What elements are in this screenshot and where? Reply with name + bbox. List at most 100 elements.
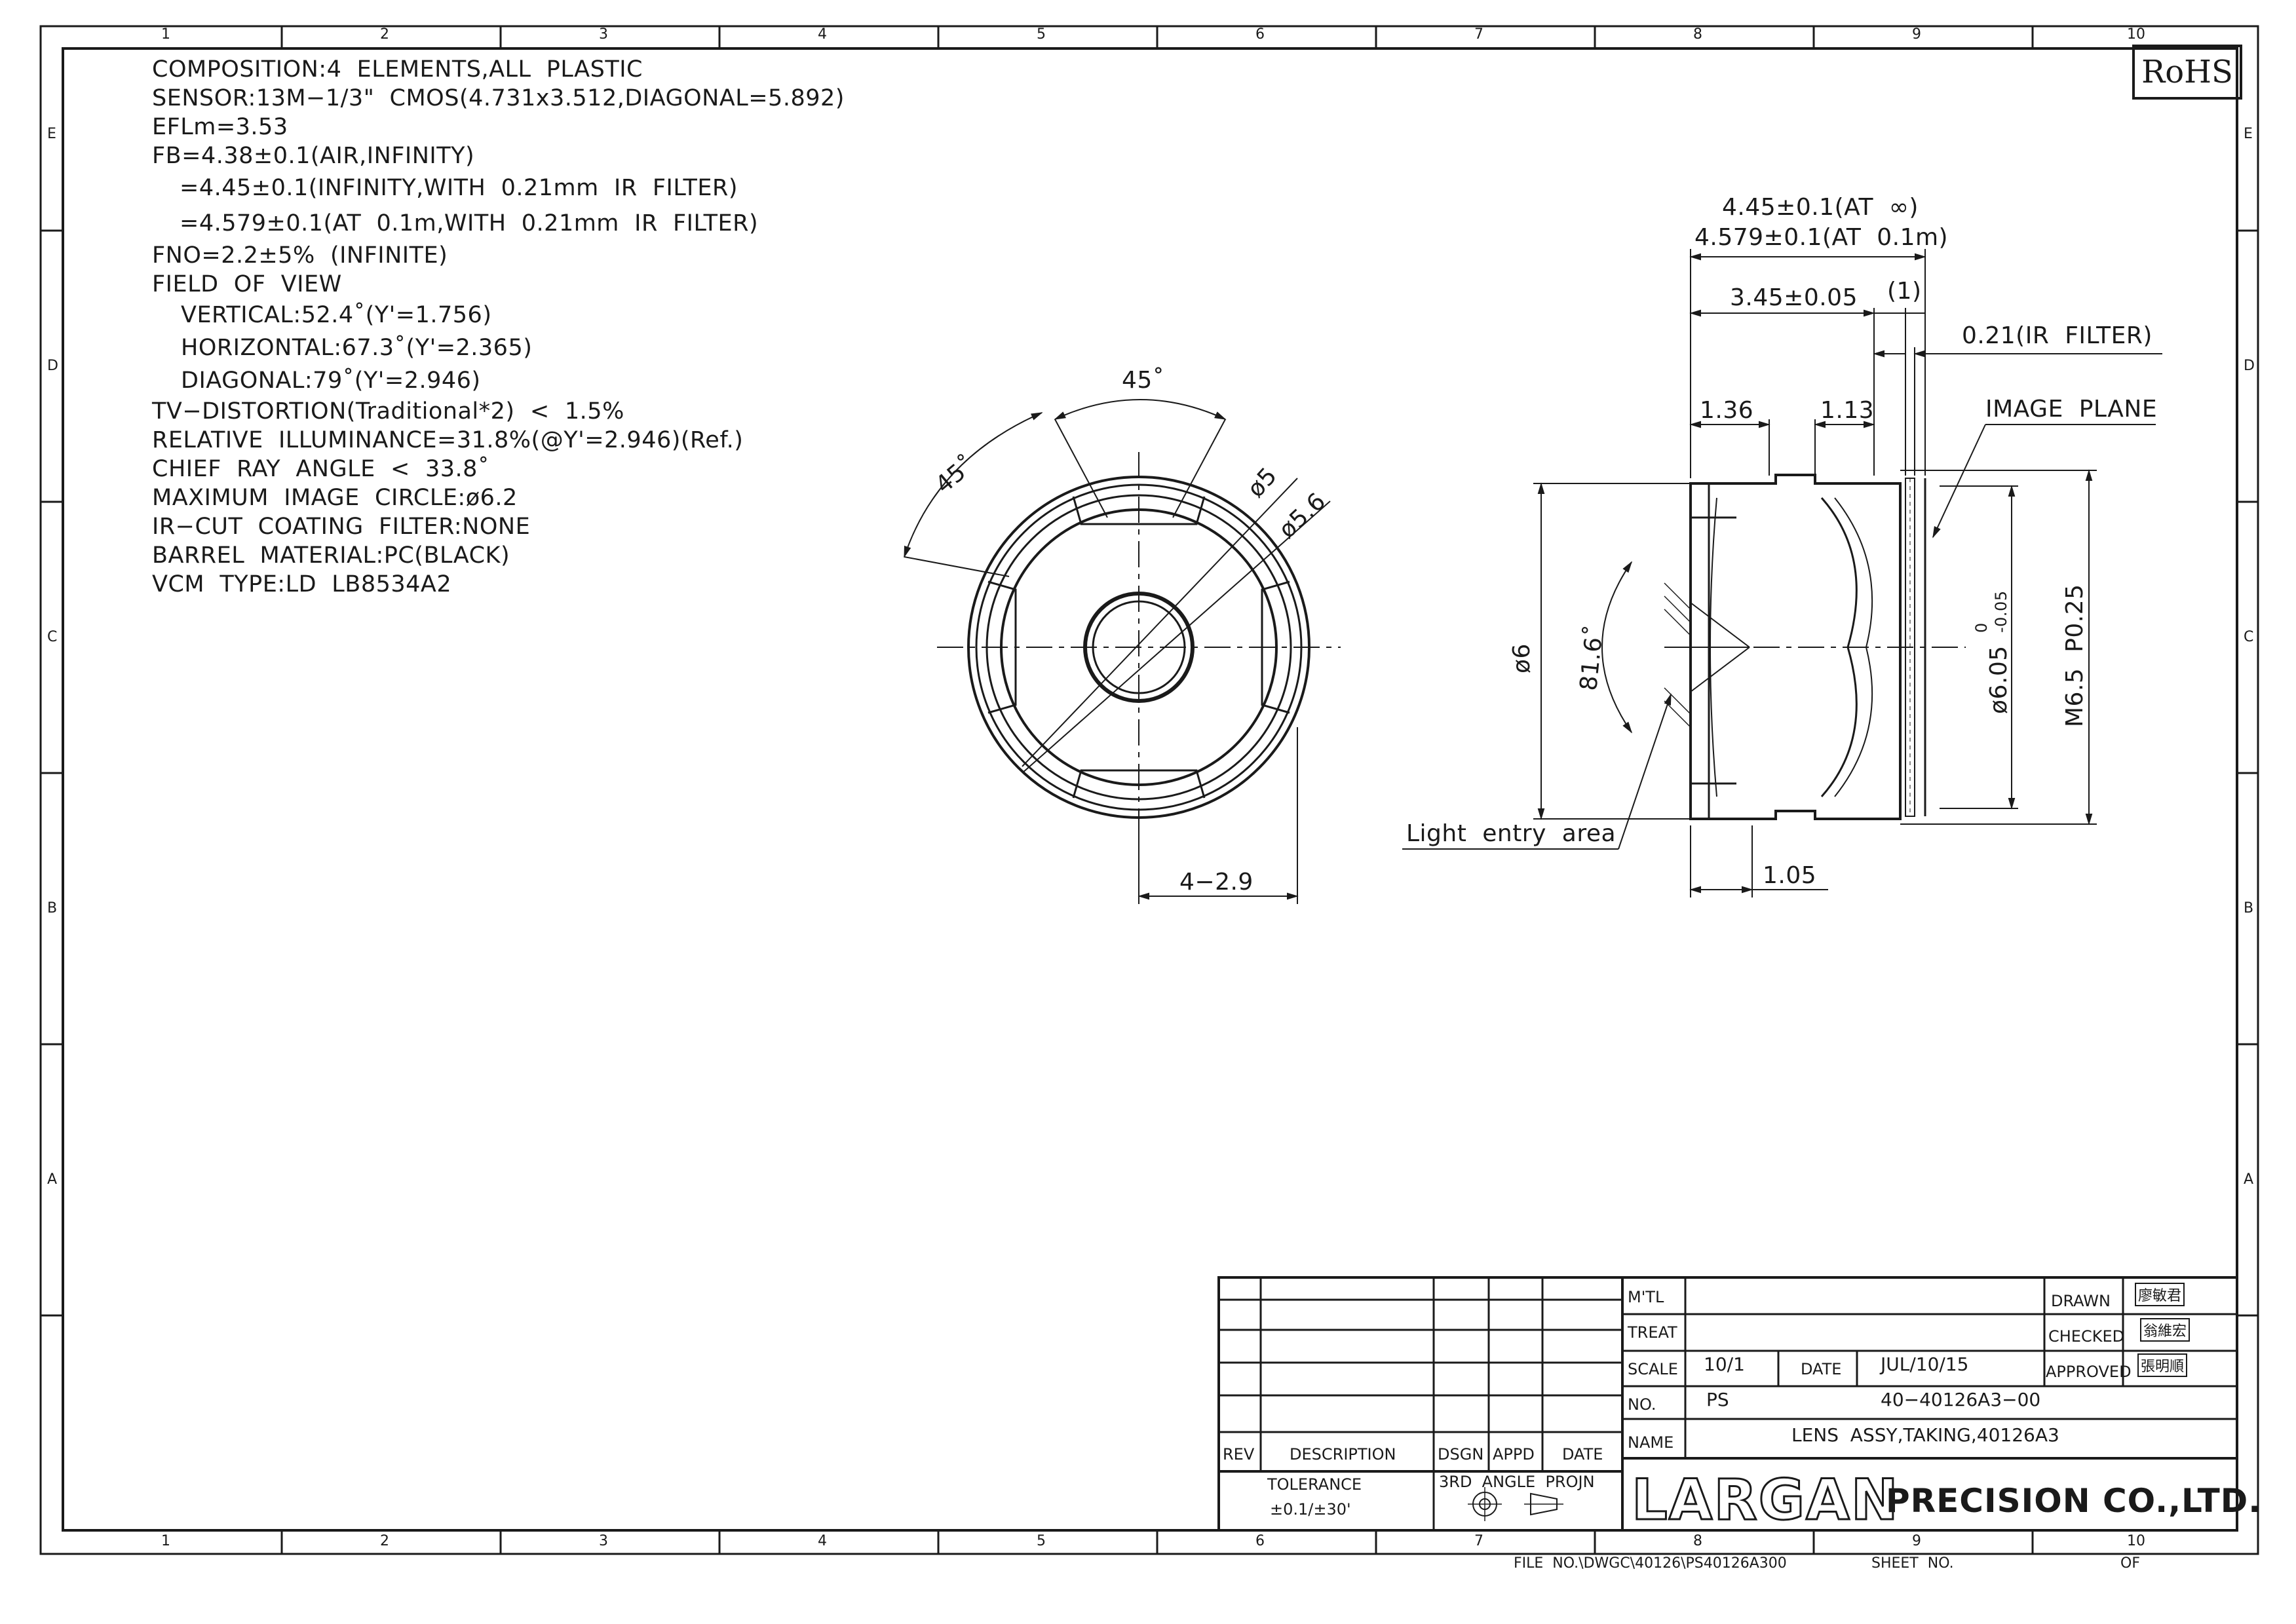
scale-value: 10/1 [1704,1353,1745,1375]
spec-chief-ray-angle: CHIEF RAY ANGLE < 33.8˚ [152,456,489,482]
spec-notes: COMPOSITION:4 ELEMENTS,ALL PLASTIC SENSO… [152,55,1004,599]
zone-col-10-bottom: 10 [2127,1533,2145,1549]
spec-image-circle: MAXIMUM IMAGE CIRCLE:ø6.2 [152,485,518,511]
approved-label: APPROVED [2046,1363,2132,1381]
outer-frame [39,25,2259,1555]
zone-col-1: 1 [161,26,170,43]
zone-col-6-bottom: 6 [1255,1533,1265,1549]
zone-col-4-bottom: 4 [818,1533,827,1549]
dim-at-0-1m: 4.579±0.1(AT 0.1m) [1694,224,1949,251]
date-label: DATE [1801,1360,1842,1378]
largan-logo-subtitle: PRECISION CO.,LTD. [1886,1482,2262,1520]
zone-row-b-right: B [2244,900,2254,916]
date-value: JUL/10/15 [1881,1353,1969,1375]
date-column-header: DATE [1562,1445,1603,1463]
projection-label: 3RD ANGLE PROJN [1439,1473,1595,1491]
spec-horizontal: HORIZONTAL:67.3˚(Y'=2.365) [181,335,533,361]
spec-diagonal: DIAGONAL:79˚(Y'=2.946) [181,368,481,394]
thread-label: M6.5 P0.25 [2061,584,2088,727]
dim-1-36: 1.36 [1700,397,1754,424]
largan-logo: LARGAN [1631,1467,1900,1534]
rohs-badge: RoHS [2132,45,2242,100]
spec-vcm: VCM TYPE:LD LB8534A2 [152,571,452,597]
dim-3-45: 3.45±0.05 [1730,284,1858,311]
spec-ir-cut: IR−CUT COATING FILTER:NONE [152,514,531,540]
rev-header: REV [1223,1445,1255,1463]
spec-sensor: SENSOR:13M−1/3" CMOS(4.731x3.512,DIAGONA… [152,85,845,111]
zone-row-d-right: D [2244,358,2255,374]
zone-col-10: 10 [2127,26,2145,43]
slot-dim-label: 4−2.9 [1179,869,1253,896]
tolerance-value: ±0.1/±30' [1270,1500,1351,1519]
zone-col-2-bottom: 2 [380,1533,389,1549]
zone-ticks [41,26,2258,1554]
mtl-label: M'TL [1628,1288,1664,1306]
spec-fb2: =4.45±0.1(INFINITY,WITH 0.21mm IR FILTER… [180,175,738,201]
light-entry-label: Light entry area [1406,820,1617,847]
name-label: NAME [1628,1433,1674,1452]
spec-fb3: =4.579±0.1(AT 0.1m,WITH 0.21mm IR FILTER… [180,210,759,236]
drawn-label: DRAWN [2051,1292,2111,1310]
zone-row-b: B [47,900,58,916]
no-prefix: PS [1706,1389,1729,1410]
drawing-number: 40−40126A3−00 [1881,1389,2041,1410]
spec-barrel: BARREL MATERIAL:PC(BLACK) [152,542,510,569]
spec-eflm: EFLm=3.53 [152,114,288,140]
dia-6-05-label: ø6.05 [1985,645,2012,714]
zone-col-9-bottom: 9 [1912,1533,1921,1549]
zone-col-9: 9 [1912,26,1921,43]
sheet-number-label: SHEET NO. [1871,1555,1954,1572]
zone-col-7: 7 [1474,26,1483,43]
zone-col-3: 3 [599,26,608,43]
zone-col-1-bottom: 1 [161,1533,170,1549]
dim-1: (1) [1887,278,1922,305]
no-label: NO. [1628,1395,1656,1414]
angle-45-top: 45˚ [1122,367,1165,394]
ir-filter-label: 0.21(IR FILTER) [1962,322,2152,349]
zone-row-e: E [47,126,56,142]
description-header: DESCRIPTION [1290,1445,1396,1463]
spec-fb1: FB=4.38±0.1(AIR,INFINITY) [152,143,475,169]
tolerance-label: TOLERANCE [1267,1475,1362,1494]
treat-label: TREAT [1628,1323,1677,1342]
zone-row-a: A [47,1171,58,1188]
spec-relative-illuminance: RELATIVE ILLUMINANCE=31.8%(@Y'=2.946)(Re… [152,427,744,453]
zone-col-3-bottom: 3 [599,1533,608,1549]
dim-1-13: 1.13 [1820,397,1875,424]
zone-row-c: C [47,629,58,645]
inner-frame [62,47,2238,1532]
dsgn-header: DSGN [1438,1445,1484,1463]
tol-upper: 0 [1972,622,1991,633]
spec-fov: FIELD OF VIEW [152,271,342,297]
spec-vertical: VERTICAL:52.4˚(Y'=1.756) [181,302,492,328]
zone-col-5: 5 [1037,26,1046,43]
file-number: FILE NO.\DWGC\40126\PS40126A300 [1514,1555,1787,1572]
image-plane-label: IMAGE PLANE [1985,396,2158,423]
spec-composition: COMPOSITION:4 ELEMENTS,ALL PLASTIC [152,56,643,83]
zone-row-e-right: E [2244,126,2253,142]
spec-tv-distortion: TV−DISTORTION(Traditional*2) < 1.5% [152,398,624,425]
front-view [904,399,1341,904]
part-name: LENS ASSY,TAKING,40126A3 [1791,1424,2059,1446]
zone-col-8-bottom: 8 [1693,1533,1702,1549]
checked-label: CHECKED [2048,1327,2125,1346]
zone-row-c-right: C [2244,629,2254,645]
zone-col-6: 6 [1255,26,1265,43]
spec-fno: FNO=2.2±5% (INFINITE) [152,242,448,269]
title-block-lines [1217,1276,2238,1532]
scale-label: SCALE [1628,1360,1678,1378]
sheet-of-label: OF [2120,1555,2140,1572]
tol-lower: -0.05 [1992,590,2010,633]
zone-col-8: 8 [1693,26,1702,43]
zone-row-d: D [47,358,58,374]
appd-header: APPD [1493,1445,1535,1463]
approved-signature-stamp: 張明順 [2137,1353,2188,1377]
dim-1-05: 1.05 [1763,862,1817,889]
zone-col-2: 2 [380,26,389,43]
checked-signature-stamp: 翁維宏 [2140,1318,2191,1342]
zone-col-4: 4 [818,26,827,43]
side-view [1402,249,2162,897]
dia-6-label: ø6 [1508,643,1535,673]
zone-col-7-bottom: 7 [1474,1533,1483,1549]
